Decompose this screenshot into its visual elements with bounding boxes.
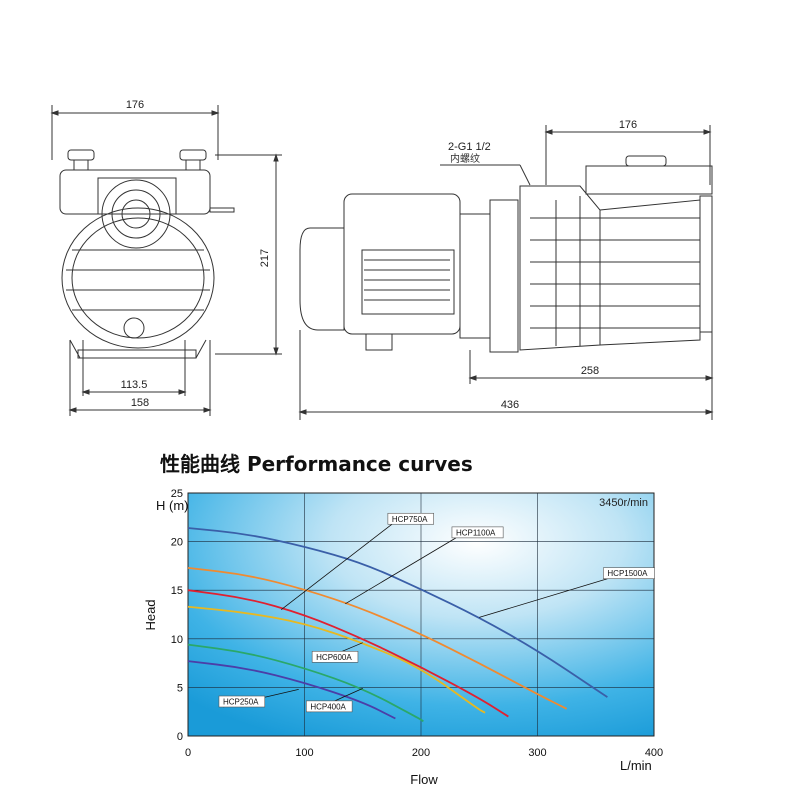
connection-leader xyxy=(440,164,531,186)
label-box xyxy=(311,650,359,663)
x-ticks: 0 100 200 300 400 xyxy=(185,747,663,759)
series-line-hcp1500a xyxy=(187,527,608,698)
label-box xyxy=(306,700,353,713)
label-box xyxy=(387,512,434,525)
front-base-dimensions xyxy=(68,340,212,416)
series-line-hcp400a xyxy=(187,643,424,723)
front-base-inner-label: 113.5 xyxy=(121,379,148,391)
x-tick-label: 300 xyxy=(528,747,546,759)
label-leader xyxy=(345,537,457,605)
y-tick-label: 10 xyxy=(171,634,183,646)
x-tick-label: 200 xyxy=(412,747,430,759)
y-tick-label: 5 xyxy=(177,682,183,694)
front-view-pump xyxy=(59,149,235,359)
side-base-dimension xyxy=(468,330,714,384)
x-tick-label: 100 xyxy=(295,747,313,759)
front-width-dimension xyxy=(50,105,220,160)
x-tick-label: 400 xyxy=(645,747,663,759)
y-tick-label: 25 xyxy=(171,488,183,500)
label-box xyxy=(218,695,266,708)
series-line-hcp600a xyxy=(187,605,486,714)
series-labels: HCP250A HCP400A HCP600A HCP750A HCP1100A HCP1… xyxy=(218,512,655,713)
y-tick-label: 0 xyxy=(177,731,183,743)
side-length-label: 436 xyxy=(501,399,519,411)
y-tick-label: 20 xyxy=(171,537,183,549)
series-line-hcp1100a xyxy=(187,566,568,710)
speed-label: 3450r/min xyxy=(599,497,648,509)
technical-drawings: 176 217 113.5 158 2-G1 1/2 内螺纹 176 258 4… xyxy=(50,99,714,420)
x-unit-label: L/min xyxy=(620,758,652,773)
series-label: HCP1100A xyxy=(456,528,496,537)
y-axis-title: Head xyxy=(143,599,158,630)
y-ticks: 0 5 10 15 20 25 xyxy=(171,488,183,743)
side-length-dimension xyxy=(298,330,714,420)
series-label: HCP600A xyxy=(316,653,352,662)
front-height-dimension xyxy=(215,153,282,356)
y-unit-label: H (m) xyxy=(156,498,189,513)
front-height-label: 217 xyxy=(259,249,271,267)
side-view-pump xyxy=(299,155,713,353)
side-width-dimension xyxy=(544,125,712,185)
label-leader xyxy=(479,578,608,618)
curves xyxy=(187,527,608,723)
series-label: HCP250A xyxy=(223,698,259,707)
series-line-hcp250a xyxy=(187,660,396,720)
front-width-label: 176 xyxy=(126,99,144,111)
series-line-hcp750a xyxy=(187,589,509,718)
side-base-label: 258 xyxy=(581,365,599,377)
series-label: HCP400A xyxy=(310,702,346,711)
series-label: HCP1500A xyxy=(607,569,648,578)
connection-note: 内螺纹 xyxy=(450,152,480,165)
label-box xyxy=(603,567,655,580)
side-width-label: 176 xyxy=(619,119,637,131)
x-tick-label: 0 xyxy=(185,747,191,759)
series-label: HCP750A xyxy=(392,515,428,524)
front-base-outer-label: 158 xyxy=(131,397,149,409)
label-leader xyxy=(280,523,393,610)
connection-label: 2-G1 1/2 xyxy=(448,141,491,153)
y-tick-label: 15 xyxy=(171,585,183,597)
label-box xyxy=(451,526,504,539)
section-title: 性能曲线 Performance curves xyxy=(160,452,473,476)
x-axis-title: Flow xyxy=(410,772,438,787)
